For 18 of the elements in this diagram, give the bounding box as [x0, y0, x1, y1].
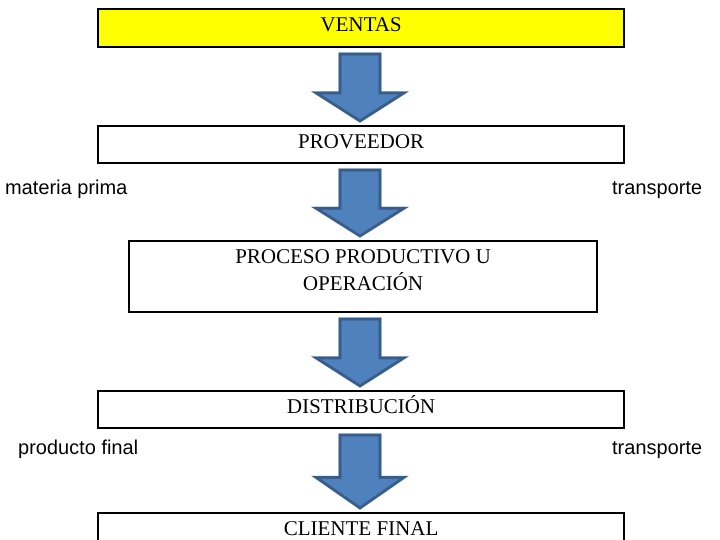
process-box [97, 512, 625, 540]
process-box [97, 390, 625, 429]
box-label: PROCESO PRODUCTIVO U OPERACIÓN [234, 243, 492, 297]
side-label: materia prima [5, 176, 128, 200]
side-label: transporte [612, 436, 702, 460]
box-label: DISTRIBUCIÓN [286, 393, 436, 420]
side-label: producto final [18, 436, 138, 460]
process-box [97, 8, 625, 48]
block-arrow [310, 168, 410, 238]
box-label: VENTAS [319, 11, 403, 38]
block-arrow [310, 52, 410, 123]
box-label: PROVEEDOR [296, 128, 425, 155]
block-arrow [310, 318, 410, 388]
block-arrow [311, 434, 409, 510]
process-box [97, 125, 625, 164]
box-label: CLIENTE FINAL [282, 515, 440, 540]
process-box [128, 240, 598, 313]
side-label: transporte [612, 176, 702, 200]
